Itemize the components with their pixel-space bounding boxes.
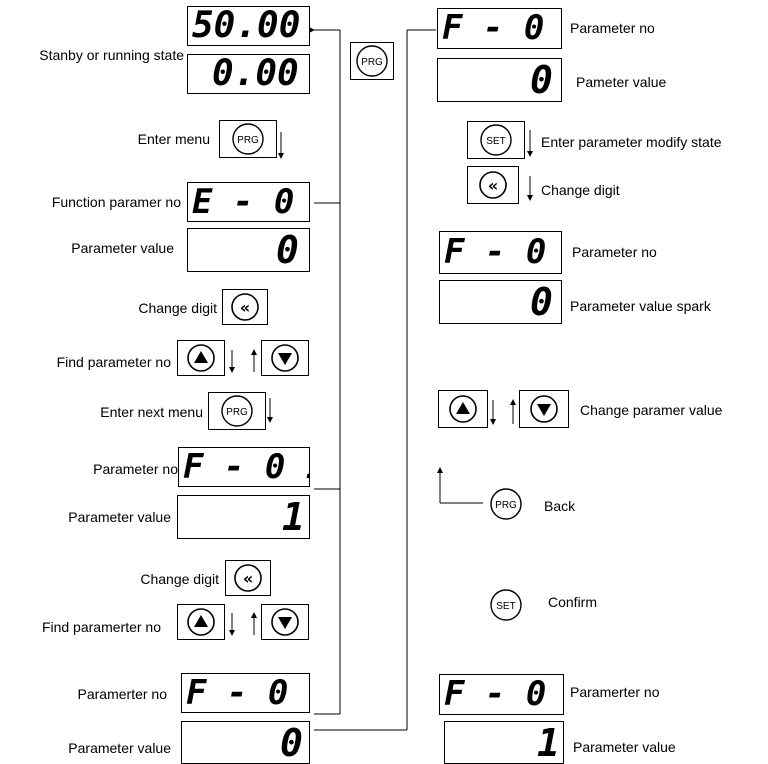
value-display-f08: 0	[181, 721, 310, 764]
value-display-right: 0	[437, 58, 562, 102]
change-value-label: Change paramer value	[580, 402, 723, 418]
pameter-value-label: Pameter value	[576, 74, 667, 90]
enter-next-menu-label: Enter next menu	[100, 404, 203, 420]
shift-key[interactable]: «	[222, 289, 268, 325]
up-key-icon	[187, 608, 215, 636]
change-digit-label-r: Change digit	[541, 182, 620, 198]
parameter-value-label-3: Parameter value	[68, 740, 171, 756]
confirm-label: Confirm	[548, 594, 598, 610]
paramerter-no-label: Paramerter no	[77, 686, 167, 702]
speed-display: 0.00	[187, 54, 310, 94]
value-spark-label: Parameter value spark	[570, 298, 711, 314]
parameter-no-label-r2: Parameter no	[572, 244, 657, 260]
prg-key-icon: PRG	[490, 488, 522, 520]
parameter-no-label-r: Parameter no	[570, 20, 655, 36]
down-key[interactable]	[261, 340, 309, 376]
parameter-value-label-r: Parameter value	[573, 739, 676, 755]
enter-menu-label: Enter menu	[137, 131, 210, 147]
parameter-value-label: Parameter value	[71, 240, 174, 256]
prg-key-icon: PRG	[356, 45, 388, 77]
value-display-0: 0	[187, 228, 310, 272]
value-display-spark: 0	[439, 280, 562, 324]
svg-text:«: «	[488, 176, 498, 195]
down-key-icon	[530, 395, 558, 423]
svg-text:PRG: PRG	[226, 407, 248, 418]
standby-label: Stanby or running state	[39, 47, 184, 63]
f01-display: F - 0 1	[178, 447, 310, 487]
value-display-confirm: 1	[444, 721, 564, 764]
f08-display-right: F - 0 8	[437, 8, 562, 49]
up-key-icon	[449, 395, 477, 423]
prg-key-icon: PRG	[221, 395, 253, 427]
svg-text:«: «	[243, 569, 253, 588]
up-key-icon	[187, 344, 215, 372]
down-key-2[interactable]	[261, 604, 309, 640]
back-label: Back	[544, 498, 576, 514]
up-key-2[interactable]	[177, 604, 225, 640]
up-key[interactable]	[177, 340, 225, 376]
down-key-right[interactable]	[519, 390, 569, 428]
f08-display: F - 0 8	[181, 673, 310, 713]
set-key-icon: SET	[490, 589, 522, 621]
svg-text:SET: SET	[486, 136, 505, 147]
svg-text:PRG: PRG	[361, 57, 383, 68]
f08-display-confirm: F - 0 8	[439, 674, 564, 715]
set-key-icon: SET	[480, 124, 512, 156]
svg-text:PRG: PRG	[237, 135, 259, 146]
shift-key-right[interactable]: «	[467, 166, 519, 204]
value-display-1: 1	[177, 495, 310, 539]
down-key-icon	[271, 608, 299, 636]
prg-key-icon: PRG	[232, 123, 264, 155]
change-digit-label-2: Change digit	[140, 571, 219, 587]
shift-key-2[interactable]: «	[225, 560, 271, 596]
shift-key-icon: «	[231, 293, 259, 321]
e01-display: E - 0 1	[187, 182, 310, 222]
set-key[interactable]: SET	[467, 121, 525, 159]
parameter-value-label-2: Parameter value	[68, 509, 171, 525]
shift-key-icon: «	[234, 564, 262, 592]
parameter-no-label: Parameter no	[93, 461, 178, 477]
f08-display-right-2: F - 0 8	[439, 231, 562, 274]
freq-display: 50.00	[187, 6, 310, 46]
down-key-icon	[271, 344, 299, 372]
find-param-label: Find parameter no	[56, 354, 171, 370]
enter-modify-label: Enter parameter modify state	[541, 134, 722, 150]
svg-text:PRG: PRG	[495, 500, 517, 511]
set-key-confirm[interactable]: SET	[483, 586, 529, 624]
shift-key-icon: «	[479, 171, 507, 199]
prg-key-next[interactable]: PRG	[208, 392, 266, 430]
find-param-label-2: Find paramerter no	[41, 619, 161, 635]
svg-text:SET: SET	[496, 601, 515, 612]
function-param-label: Function paramer no	[51, 194, 181, 210]
up-key-right[interactable]	[438, 390, 488, 428]
prg-key[interactable]: PRG	[219, 120, 277, 158]
svg-text:«: «	[240, 298, 250, 317]
change-digit-label: Change digit	[138, 300, 217, 316]
prg-key-center[interactable]: PRG	[350, 42, 394, 80]
paramerter-no-label-r: Paramerter no	[570, 684, 660, 700]
prg-key-back[interactable]: PRG	[483, 485, 529, 523]
